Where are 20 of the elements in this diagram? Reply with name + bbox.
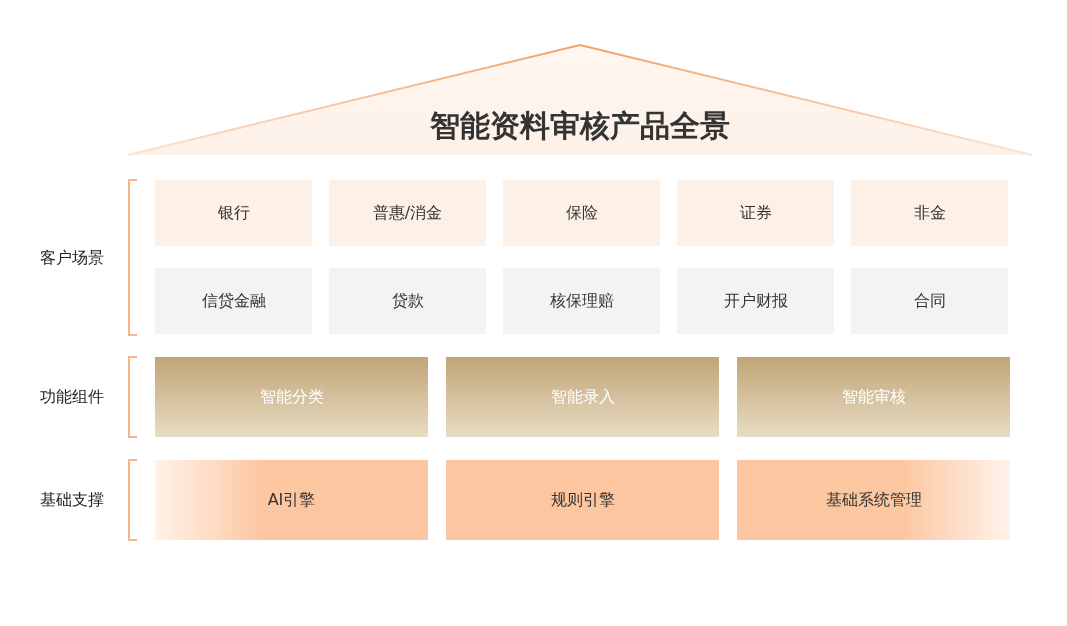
function-box: 智能分类 [155, 357, 428, 437]
scenario-box: 普惠/消金 [329, 180, 486, 246]
scenario-box: 合同 [851, 268, 1008, 334]
scenario-box: 贷款 [329, 268, 486, 334]
support-box: 基础系统管理 [737, 460, 1010, 540]
support-box: 规则引擎 [446, 460, 719, 540]
scenario-box: 信贷金融 [155, 268, 312, 334]
row-label: 基础支撑 [40, 490, 104, 511]
function-box: 智能录入 [446, 357, 719, 437]
scenario-box: 非金 [851, 180, 1008, 246]
title: 智能资料审核产品全景 [429, 107, 731, 145]
function-box: 智能审核 [737, 357, 1010, 437]
row-label: 客户场景 [40, 248, 104, 269]
support-box: AI引擎 [155, 460, 428, 540]
scenario-box: 开户财报 [677, 268, 834, 334]
scenario-box: 核保理赔 [503, 268, 660, 334]
scenario-box: 证券 [677, 180, 834, 246]
scenario-box: 保险 [503, 180, 660, 246]
scenario-box: 银行 [155, 180, 312, 246]
row-label: 功能组件 [40, 387, 104, 408]
